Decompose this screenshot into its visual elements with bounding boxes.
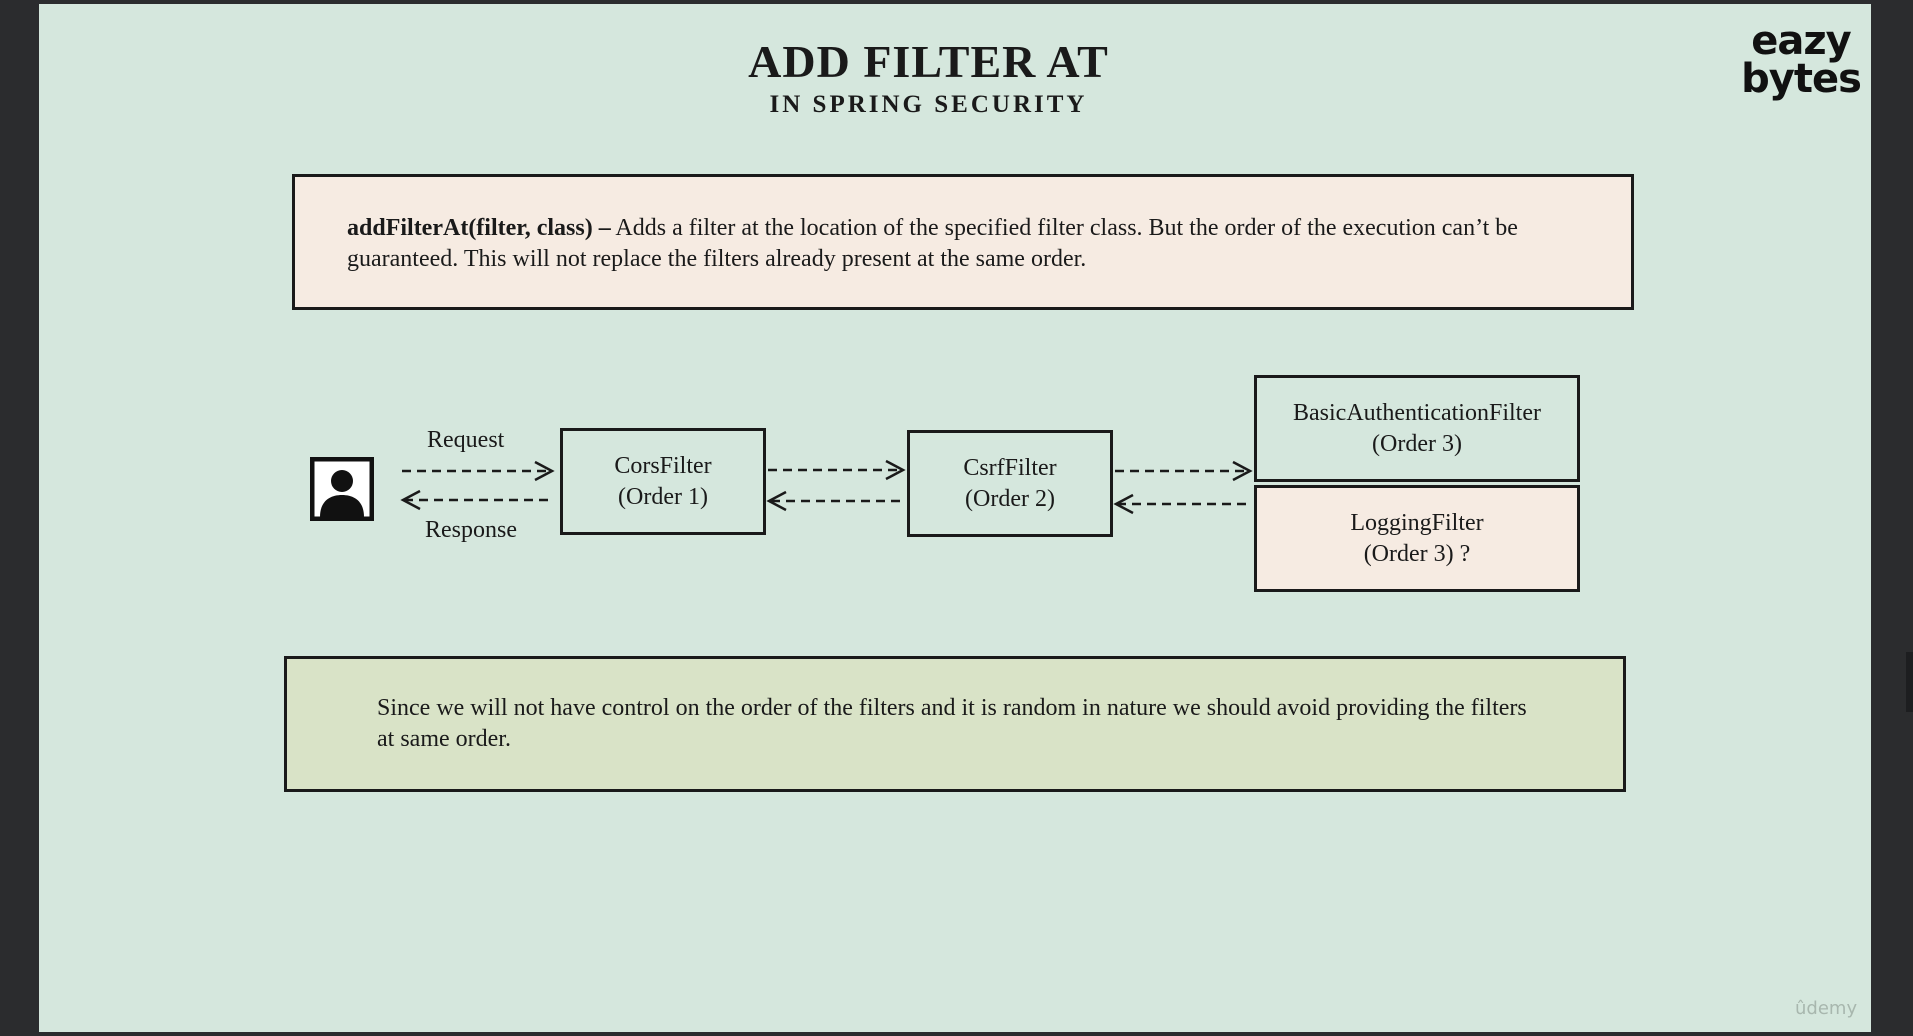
basic-auth-filter-name: BasicAuthenticationFilter (1293, 399, 1541, 426)
scrollbar-thumb[interactable] (1906, 652, 1913, 712)
note-text: Since we will not have control on the or… (377, 695, 1527, 752)
title-main: ADD FILTER AT (748, 36, 1109, 87)
eazybytes-logo: eazy bytes (1739, 18, 1863, 102)
csrf-filter-order: (Order 2) (965, 485, 1055, 512)
cors-filter-order: (Order 1) (618, 483, 708, 510)
cors-filter-box: CorsFilter (Order 1) (560, 428, 766, 535)
logging-filter-order: (Order 3) ? (1363, 540, 1471, 567)
response-label: Response (425, 517, 517, 543)
cors-filter-name: CorsFilter (614, 452, 712, 479)
info-box: addFilterAt(filter, class) – Adds a filt… (292, 174, 1634, 310)
user-silhouette-icon (310, 457, 374, 521)
basic-auth-filter-order: (Order 3) (1372, 430, 1462, 457)
note-box: Since we will not have control on the or… (284, 656, 1626, 792)
udemy-watermark: ûdemy (1795, 998, 1858, 1019)
info-method: addFilterAt(filter, class) – (347, 215, 611, 241)
info-text: Adds a filter at the location of the spe… (347, 215, 1518, 272)
logo-line1: eazy (1751, 18, 1851, 64)
basic-auth-filter-box: BasicAuthenticationFilter (Order 3) (1254, 375, 1580, 482)
csrf-filter-name: CsrfFilter (963, 454, 1057, 481)
request-label: Request (427, 427, 505, 453)
logging-filter-name: LoggingFilter (1350, 509, 1484, 536)
logging-filter-box: LoggingFilter (Order 3) ? (1254, 485, 1580, 592)
side-panel (1871, 0, 1913, 1036)
slide-title: ADD FILTER AT IN SPRING SECURITY (39, 36, 1818, 120)
logo-line2: bytes (1741, 56, 1862, 102)
title-sub: IN SPRING SECURITY (769, 91, 1088, 118)
csrf-filter-box: CsrfFilter (Order 2) (907, 430, 1113, 537)
